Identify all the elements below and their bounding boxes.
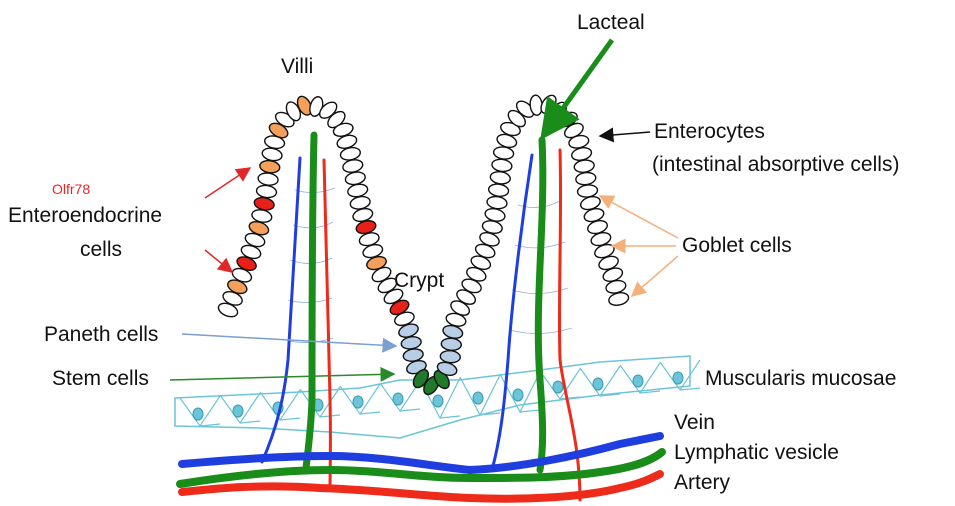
paneth-label: Paneth cells: [44, 322, 158, 348]
enteroendocrine-arrow-upper: [205, 168, 250, 198]
lacteal-pointer: [546, 40, 612, 132]
goblet-arrow-lower: [632, 256, 678, 296]
enterocyte-cell: [491, 158, 512, 173]
olfr78-label: Olfr78: [52, 181, 90, 197]
enterocytes-label: Enterocytes: [654, 119, 765, 145]
muscle-nucleus: [193, 408, 203, 420]
goblet-arrow-upper: [600, 196, 678, 238]
muscle-nucleus: [513, 389, 523, 401]
muscle-nucleus: [673, 372, 683, 384]
enterocytes-arrow: [600, 132, 650, 136]
stem-arrow: [170, 374, 394, 380]
enteroendocrine-cell: [253, 196, 275, 212]
enterocyte-cell: [490, 171, 511, 186]
enteroendocrine-label: Enteroendocrine: [8, 203, 162, 229]
lymphatic-label: Lymphatic vesicle: [674, 440, 839, 466]
muscle-nucleus: [633, 375, 643, 387]
right-villus-lacteal: [538, 140, 543, 470]
major-vessels: [180, 436, 662, 499]
right-villus-artery: [559, 150, 580, 500]
enteroendocrine-label-cells: cells: [80, 237, 122, 263]
epithelium: [216, 93, 629, 397]
vein-label: Vein: [674, 410, 715, 436]
goblet-label: Goblet cells: [682, 233, 792, 259]
enterocyte-cell: [573, 159, 594, 174]
paneth-cell: [441, 338, 462, 352]
enterocyte-cell: [342, 158, 364, 174]
muscle-nucleus: [393, 393, 403, 405]
paneth-cell: [440, 350, 461, 364]
goblet-cell: [259, 159, 280, 174]
left-villus-lacteal: [306, 135, 314, 468]
muscle-nucleus: [353, 396, 363, 408]
crypt-label: Crypt: [394, 268, 444, 294]
muscularis-label: Muscularis mucosae: [705, 366, 896, 392]
muscle-nucleus: [233, 405, 243, 417]
enterocyte-cell: [261, 147, 283, 163]
enterocyte-cell: [347, 183, 369, 199]
artery-label: Artery: [674, 470, 730, 496]
enteroendocrine-arrow-lower: [205, 250, 232, 272]
muscle-nucleus: [473, 392, 483, 404]
enterocytes-sublabel: (intestinal absorptive cells): [652, 152, 899, 178]
muscle-nucleus: [593, 378, 603, 390]
vein-vessel: [182, 436, 660, 470]
enterocyte-cell: [257, 172, 278, 187]
enterocyte-cell: [344, 170, 366, 186]
enterocyte-cell: [575, 171, 596, 186]
enterocyte-cell: [488, 183, 509, 198]
muscle-nucleus: [553, 381, 563, 393]
enterocyte-cell: [256, 184, 277, 199]
villi-label: Villi: [281, 54, 313, 80]
muscle-nucleus: [433, 395, 443, 407]
stem-label: Stem cells: [52, 366, 149, 392]
enterocyte-cell: [577, 184, 598, 199]
lacteal-label: Lacteal: [577, 10, 645, 36]
enterocyte-cell: [486, 195, 507, 210]
left-villus-artery: [324, 160, 330, 490]
